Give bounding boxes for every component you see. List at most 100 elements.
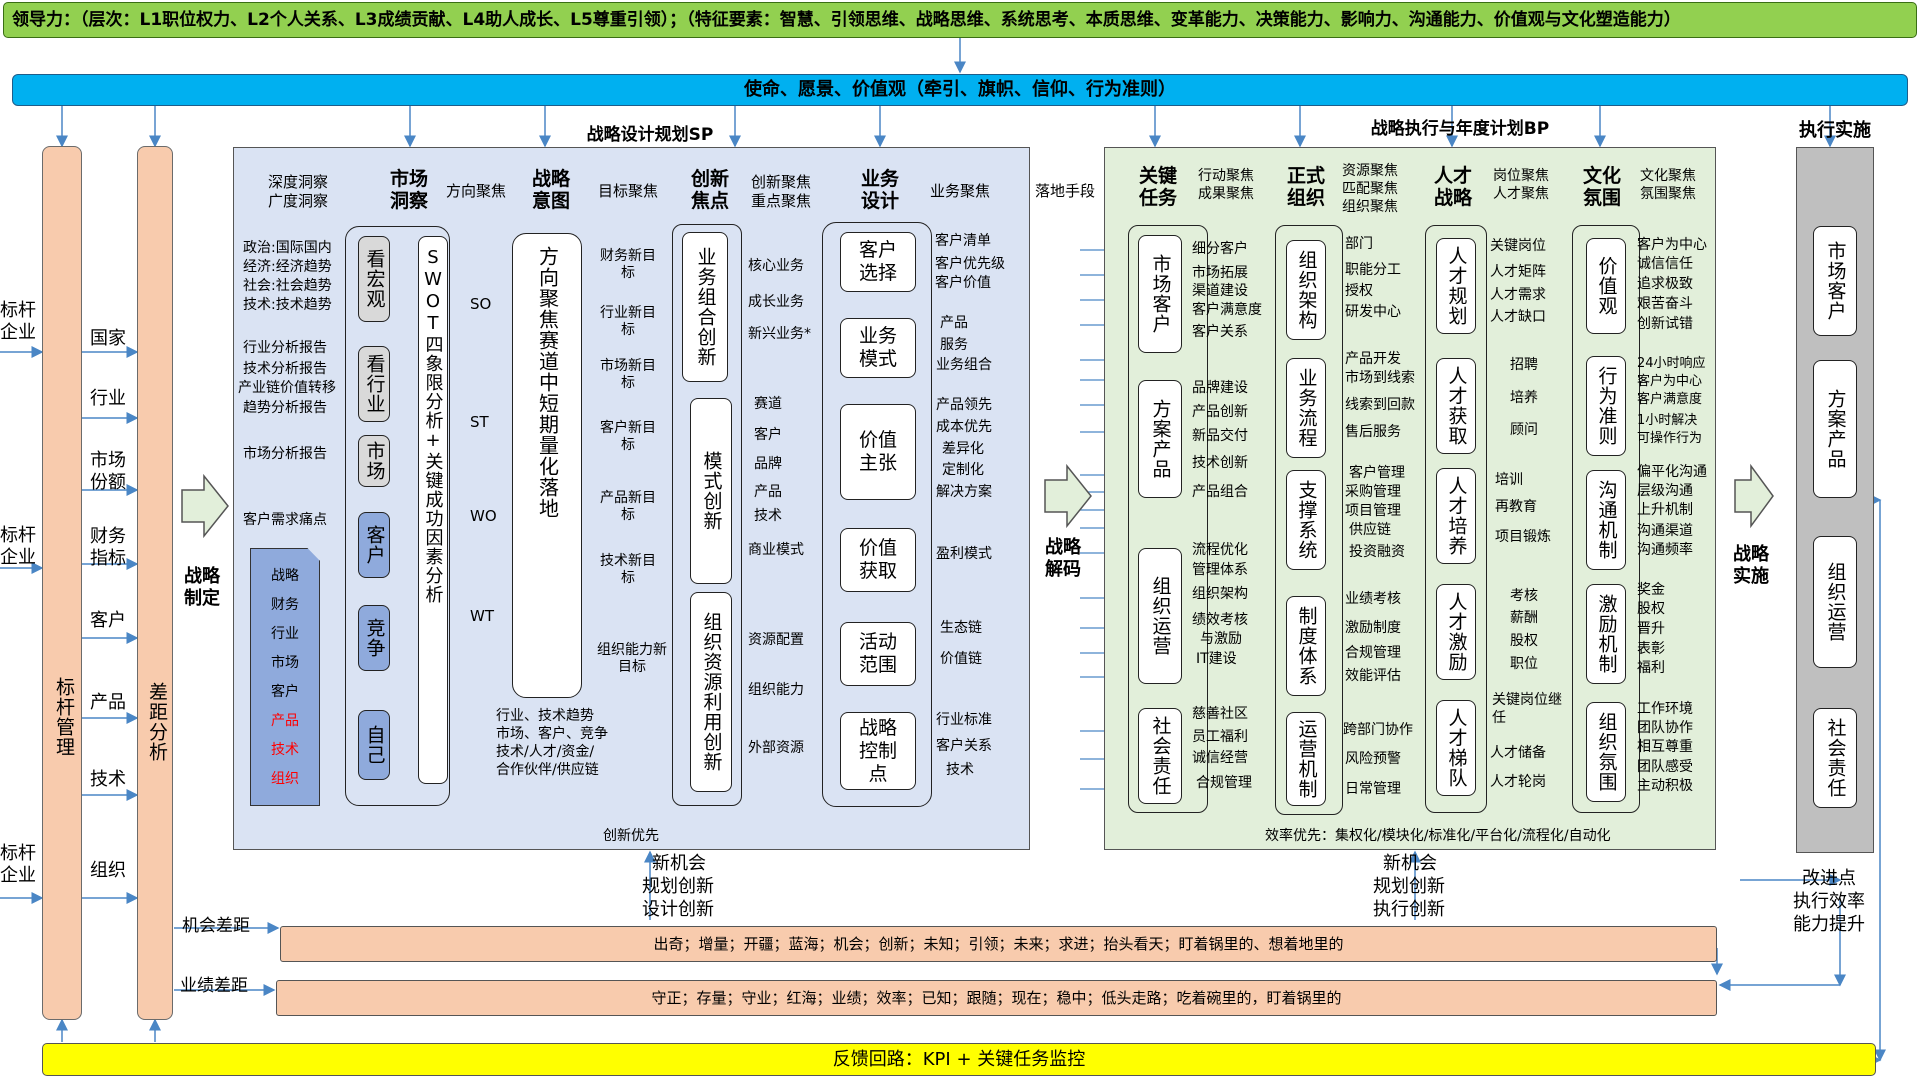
task-l5: 客户关系 bbox=[1192, 324, 1248, 340]
focus-match: 匹配聚焦 bbox=[1342, 181, 1398, 197]
design-biz-model: 业务模式 bbox=[840, 318, 916, 378]
target-product: 产品新目标 bbox=[600, 490, 656, 523]
task-ops-label: 组织运营 bbox=[1149, 576, 1172, 656]
doc-shape bbox=[250, 548, 320, 806]
dim-org: 组织 bbox=[90, 860, 126, 881]
talent-l16: 人才储备 bbox=[1490, 745, 1546, 761]
focus-action: 行动聚焦 bbox=[1198, 168, 1254, 184]
org-process-label: 业务流程 bbox=[1295, 368, 1318, 448]
bp-title: 战略执行与年度计划BP bbox=[1370, 119, 1550, 139]
culture-l18: 晋升 bbox=[1637, 621, 1665, 637]
task-market-box: 市场客户 bbox=[1138, 235, 1182, 353]
focus-post: 岗位聚焦 bbox=[1493, 168, 1549, 184]
design-scope-label: 活动范围 bbox=[858, 631, 897, 676]
focus-atmosphere: 氛围聚焦 bbox=[1640, 186, 1696, 202]
bp-note-3: 执行创新 bbox=[1373, 899, 1445, 920]
org-l14: 业绩考核 bbox=[1345, 591, 1401, 607]
culture-values-box: 价值观 bbox=[1586, 238, 1626, 334]
gap-analysis-bar: 差距分析 bbox=[137, 146, 173, 1020]
input-tech-report: 技术分析报告 bbox=[243, 361, 327, 377]
gap-analysis-label: 差距分析 bbox=[146, 682, 168, 762]
insight-deep: 深度洞察 bbox=[268, 173, 329, 191]
org-l3: 授权 bbox=[1345, 283, 1373, 299]
bottom-input-2: 市场、客户、竞争 bbox=[496, 726, 608, 742]
culture-l24: 团队感受 bbox=[1637, 759, 1693, 775]
innov-technology: 技术 bbox=[754, 508, 782, 524]
swot-so: SO bbox=[470, 295, 492, 313]
doc-item-finance: 财务 bbox=[271, 597, 299, 613]
out-cost: 成本优先 bbox=[936, 419, 992, 435]
task-l15: 与激励 bbox=[1200, 631, 1242, 647]
talent-acquire-label: 人才获取 bbox=[1445, 366, 1468, 446]
target-tech: 技术新目标 bbox=[600, 553, 656, 586]
culture-l9: 1小时解决 bbox=[1637, 413, 1698, 428]
talent-l6: 培养 bbox=[1510, 390, 1538, 406]
talent-l2: 人才矩阵 bbox=[1490, 264, 1546, 280]
swot-box: SWOT四象限分析+关键成功因素分析 bbox=[418, 236, 448, 784]
focus-resource: 资源聚焦 bbox=[1342, 163, 1398, 179]
benchmark-label-1: 标杆企业 bbox=[0, 300, 36, 343]
talent-l4: 人才缺口 bbox=[1490, 309, 1546, 325]
target-finance: 财务新目标 bbox=[600, 248, 656, 281]
culture-l1: 客户为中心 bbox=[1637, 237, 1707, 253]
decode-label: 战略解码 bbox=[1045, 537, 1081, 580]
task-product-label: 方案产品 bbox=[1149, 399, 1172, 479]
look-market-box: 市场 bbox=[358, 435, 390, 487]
out-custom: 定制化 bbox=[942, 462, 984, 478]
benchmark-mgmt-label: 标杆管理 bbox=[53, 677, 75, 757]
sp-note-2: 规划创新 bbox=[642, 876, 714, 897]
task-l19: 诚信经营 bbox=[1192, 750, 1248, 766]
culture-atmos-box: 组织氛围 bbox=[1586, 702, 1626, 802]
look-self-box: 自己 bbox=[358, 710, 390, 780]
strategy-formulation-label: 战略制定 bbox=[184, 566, 220, 609]
org-mechanism-label: 运营机制 bbox=[1295, 719, 1318, 799]
innov-track: 赛道 bbox=[754, 396, 782, 412]
out-industry-std: 行业标准 bbox=[936, 712, 992, 728]
talent-incentive-label: 人才激励 bbox=[1445, 592, 1468, 672]
improve-2: 执行效率 bbox=[1793, 891, 1865, 912]
doc-item-strategy: 战略 bbox=[271, 568, 299, 584]
task-l13: 组织架构 bbox=[1192, 586, 1248, 602]
out-value-chain: 价值链 bbox=[940, 651, 982, 667]
focus-org: 组织聚焦 bbox=[1342, 199, 1398, 215]
culture-l4: 艰苦奋斗 bbox=[1637, 296, 1693, 312]
talent-plan-label: 人才规划 bbox=[1445, 246, 1468, 326]
doc-item-product: 产品 bbox=[271, 713, 299, 729]
talent-l12: 薪酬 bbox=[1510, 610, 1538, 626]
culture-comm-label: 沟通机制 bbox=[1595, 480, 1618, 560]
dim-market-share: 市场份额 bbox=[90, 450, 126, 493]
task-l8: 新品交付 bbox=[1192, 428, 1248, 444]
focus-target: 目标聚焦 bbox=[598, 182, 659, 200]
bp-note-1: 新机会 bbox=[1383, 853, 1437, 874]
exec-market-label: 市场客户 bbox=[1824, 241, 1847, 321]
task-l2: 市场拓展 bbox=[1192, 265, 1248, 281]
talent-develop-box: 人才培养 bbox=[1436, 468, 1476, 564]
task-l11: 流程优化 bbox=[1192, 542, 1248, 558]
out-customer-value: 客户价值 bbox=[935, 275, 991, 291]
org-l17: 效能评估 bbox=[1345, 668, 1401, 684]
talent-l17: 人才轮岗 bbox=[1490, 774, 1546, 790]
culture-l20: 福利 bbox=[1637, 660, 1665, 676]
talent-l7: 顾问 bbox=[1510, 422, 1538, 438]
innov-growth: 成长业务 bbox=[748, 294, 804, 310]
innov-brand: 品牌 bbox=[754, 456, 782, 472]
look-customer-box: 客户 bbox=[358, 512, 390, 578]
focus-outcome: 成果聚焦 bbox=[1198, 186, 1254, 202]
org-l2: 职能分工 bbox=[1345, 262, 1401, 278]
insight-broad: 广度洞察 bbox=[268, 192, 329, 210]
design-scope: 活动范围 bbox=[840, 622, 916, 686]
exec-ops-label: 组织运营 bbox=[1824, 562, 1847, 642]
exec-product-box: 方案产品 bbox=[1813, 360, 1857, 498]
culture-incentive-box: 激励机制 bbox=[1586, 584, 1626, 684]
input-tech: 技术:技术趋势 bbox=[243, 297, 332, 313]
innov-focus-top: 创新聚焦 bbox=[751, 173, 812, 191]
task-l9: 技术创新 bbox=[1192, 455, 1248, 471]
dim-product: 产品 bbox=[90, 692, 126, 713]
culture-incentive-label: 激励机制 bbox=[1595, 594, 1618, 674]
org-l8: 售后服务 bbox=[1345, 424, 1401, 440]
hdr-innovation-focus: 创新焦点 bbox=[690, 168, 729, 212]
out-customer-list: 客户清单 bbox=[935, 233, 991, 249]
org-l19: 风险预警 bbox=[1345, 751, 1401, 767]
talent-l15: 关键岗位继任 bbox=[1492, 692, 1562, 726]
task-l14: 绩效考核 bbox=[1192, 612, 1248, 628]
